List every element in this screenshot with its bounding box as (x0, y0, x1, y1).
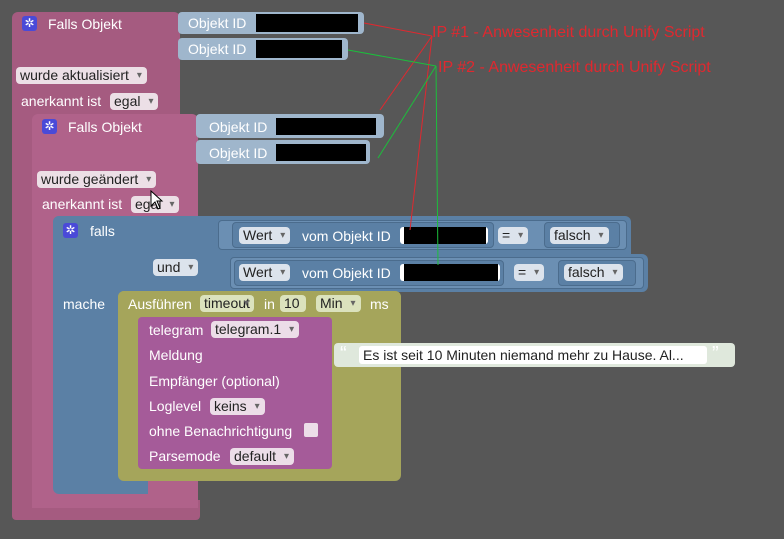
value-dropdown-2[interactable]: Wert (239, 264, 291, 281)
redacted-objid (404, 227, 486, 244)
value-dropdown-1[interactable]: Wert (239, 227, 291, 244)
gear-icon[interactable]: ✲ (22, 16, 37, 31)
parsemode-dropdown[interactable]: default (230, 448, 295, 465)
bool-dropdown-1[interactable]: falsch (550, 227, 609, 244)
trigger1-title: Falls Objekt (48, 16, 122, 32)
timeout-unit-dropdown[interactable]: Min (316, 295, 361, 312)
objid-label: Objekt ID (188, 15, 247, 31)
redacted-objid (276, 144, 366, 161)
redacted-objid (276, 118, 376, 135)
if-label: falls (90, 223, 115, 239)
operator-dropdown-2[interactable]: = (514, 264, 545, 281)
parsemode-label: Parsemode (149, 448, 221, 464)
quote-close-icon: ” (712, 343, 719, 365)
quote-open-icon: “ (340, 343, 347, 365)
timeout-amount-field[interactable]: 10 (280, 295, 306, 312)
do-label: mache (63, 296, 106, 312)
ms-label: ms (370, 296, 389, 312)
annotation-ip1: IP #1 - Anwesenheit durch Unify Script (432, 24, 705, 41)
silent-checkbox[interactable] (304, 423, 318, 437)
objid-label: Objekt ID (188, 41, 247, 57)
message-label: Meldung (149, 347, 203, 363)
telegram-block[interactable] (138, 317, 332, 469)
telegram-label: telegram (149, 322, 204, 338)
redacted-objid (256, 40, 342, 58)
mode-dropdown-2[interactable]: wurde geändert (37, 171, 157, 188)
timeout-type-dropdown[interactable]: timeout (200, 295, 254, 312)
objid-label: Objekt ID (209, 145, 268, 161)
ack-label-2: anerkannt ist (42, 196, 123, 212)
and-dropdown[interactable]: und (153, 259, 199, 276)
operator-dropdown-1[interactable]: = (498, 227, 529, 244)
of-object-label-2: vom Objekt ID (302, 265, 391, 281)
gear-icon[interactable]: ✲ (42, 119, 57, 134)
run-label: Ausführen (128, 296, 192, 312)
in-label: in (264, 296, 275, 312)
gear-icon[interactable]: ✲ (63, 223, 78, 238)
redacted-objid (256, 14, 358, 32)
redacted-objid (404, 264, 498, 281)
message-text[interactable]: Es ist seit 10 Minuten niemand mehr zu H… (359, 346, 707, 364)
mouse-cursor-icon (150, 190, 164, 210)
objid-label: Objekt ID (209, 119, 268, 135)
trigger-block-2-foot (32, 493, 198, 508)
mode-dropdown-1[interactable]: wurde aktualisiert (16, 67, 147, 84)
of-object-label-1: vom Objekt ID (302, 228, 391, 244)
ack-label-1: anerkannt ist (21, 93, 102, 109)
silent-label: ohne Benachrichtigung (149, 423, 293, 439)
ack-dropdown-1[interactable]: egal (110, 93, 159, 110)
trigger2-title: Falls Objekt (68, 119, 142, 135)
recipient-label: Empfänger (optional) (149, 373, 280, 389)
loglevel-label: Loglevel (149, 398, 202, 414)
bool-dropdown-2[interactable]: falsch (564, 264, 623, 281)
annotation-ip2: IP #2 - Anwesenheit durch Unify Script (438, 59, 711, 76)
loglevel-dropdown[interactable]: keins (210, 398, 265, 415)
telegram-instance-dropdown[interactable]: telegram.1 (211, 321, 300, 338)
